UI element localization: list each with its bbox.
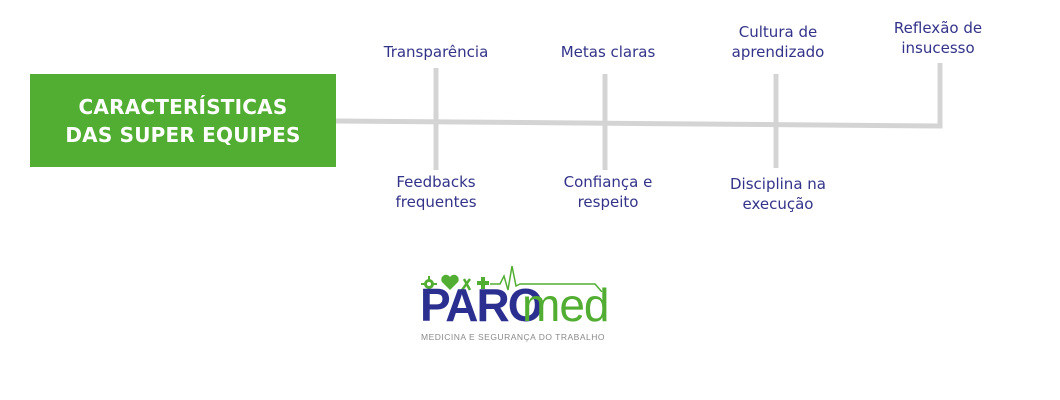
paromed-logo: PARO med MEDICINA E SEGURANÇA DO TRABALH…: [418, 262, 618, 352]
label-cultura-aprendizado: Cultura de aprendizado: [731, 23, 825, 61]
heartbeat-line-icon: [490, 265, 603, 292]
logo-brand-paro: PARO: [420, 279, 543, 331]
label-disciplina-execucao: Disciplina na execução: [730, 175, 826, 213]
cross-icon: [477, 277, 489, 289]
label-feedbacks-frequentes: Feedbacks frequentes: [395, 173, 477, 211]
main-spine-line: [335, 63, 943, 129]
logo-tagline: MEDICINA E SEGURANÇA DO TRABALHO: [421, 332, 605, 342]
label-reflexao-insucesso: Reflexão de insucesso: [893, 19, 983, 57]
heart-icon: [441, 274, 459, 290]
title-box: CARACTERÍSTICAS DAS SUPER EQUIPES: [30, 74, 336, 167]
label-transparencia: Transparência: [383, 43, 489, 61]
tools-icon: [460, 278, 472, 291]
logo-health-icons: [421, 265, 603, 292]
gear-icon: [421, 276, 437, 292]
logo-brand-med: med: [522, 279, 609, 331]
label-confianca-respeito: Confiança e respeito: [563, 173, 653, 211]
diagram-title: CARACTERÍSTICAS DAS SUPER EQUIPES: [65, 94, 301, 147]
label-metas-claras: Metas claras: [560, 43, 656, 61]
